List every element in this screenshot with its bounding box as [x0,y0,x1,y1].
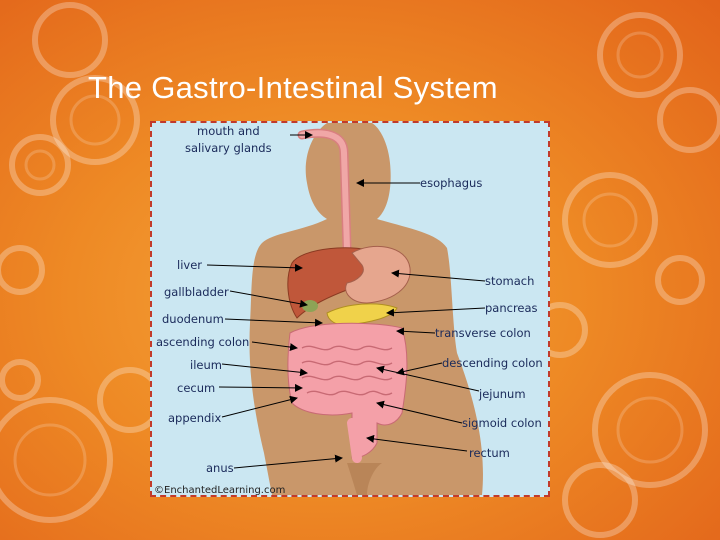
label-gallbladder: gallbladder [164,285,229,299]
stomach-organ [345,245,411,304]
small-intestine [301,345,393,396]
label-pancreas: pancreas [485,301,538,315]
label-salivary-glands: salivary glands [185,141,272,155]
anatomy-illustration [206,123,486,495]
label-rectum: rectum [469,446,510,460]
label-ascending-colon: ascending colon [156,335,250,349]
label-descending-colon: descending colon [442,356,543,370]
label-liver: liver [177,258,202,272]
label-esophagus: esophagus [420,176,483,190]
label-transverse-colon: transverse colon [435,326,531,340]
label-mouth: mouth and [197,124,260,138]
pancreas-organ [326,303,398,326]
gi-system-diagram: mouth and salivary glands esophagus live… [150,121,550,497]
gallbladder-organ [302,300,318,312]
label-ileum: ileum [190,358,222,372]
label-cecum: cecum [177,381,216,395]
slide-title: The Gastro-Intestinal System [88,70,498,105]
label-anus: anus [206,461,234,475]
label-duodenum: duodenum [162,312,224,326]
label-appendix: appendix [168,411,222,425]
label-stomach: stomach [485,274,535,288]
label-jejunum: jejunum [479,387,526,401]
label-sigmoid-colon: sigmoid colon [462,416,542,430]
copyright-credit: ©EnchantedLearning.com [154,485,286,496]
